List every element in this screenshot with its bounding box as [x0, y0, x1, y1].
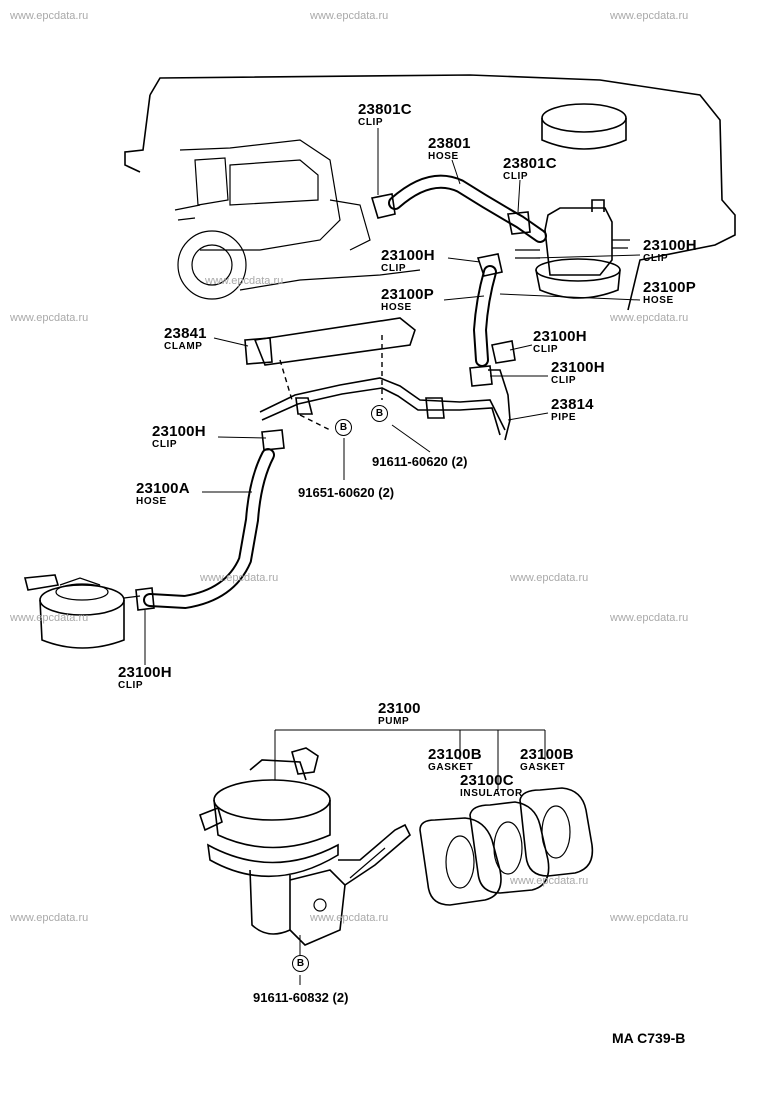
part-number: 23801 — [428, 135, 471, 152]
part-number: 23100B — [428, 746, 482, 763]
callout-23100h-clip: 23100H CLIP — [381, 248, 435, 274]
part-name: PIPE — [551, 412, 577, 423]
callout-23100h-clip-mid-2: 23100H CLIP — [551, 360, 605, 386]
watermark: www.epcdata.ru — [10, 612, 89, 624]
watermark: www.epcdata.ru — [200, 572, 279, 584]
lower-hose — [135, 429, 285, 611]
engine-outline — [124, 74, 736, 311]
watermark: www.epcdata.ru — [510, 572, 589, 584]
reference-91651-60620: 91651-60620 (2) — [298, 485, 395, 500]
watermark: www.epcdata.ru — [610, 612, 689, 624]
part-name: CLIP — [533, 344, 559, 355]
watermark: www.epcdata.ru — [310, 10, 389, 22]
watermark: www.epcdata.ru — [610, 912, 689, 924]
watermark: www.epcdata.ru — [205, 275, 284, 287]
part-name: CLIP — [551, 375, 577, 386]
part-name: CLIP — [643, 253, 669, 264]
watermark: www.epcdata.ru — [510, 875, 589, 887]
part-name: HOSE — [136, 496, 167, 507]
bolt-marker: B — [371, 405, 388, 422]
watermark: www.epcdata.ru — [610, 10, 689, 22]
part-number: 23100B — [520, 746, 574, 763]
watermark: www.epcdata.ru — [610, 312, 689, 324]
part-name: CLIP — [118, 680, 144, 691]
part-number: 23100 — [378, 700, 421, 717]
callout-23100h-clip-left: 23100H CLIP — [152, 424, 206, 450]
callout-23100h-clip-right: 23100H CLIP — [643, 238, 697, 264]
part-name: HOSE — [428, 151, 459, 162]
part-name: CLIP — [381, 263, 407, 274]
upper-filter — [515, 199, 630, 299]
callout-23814-pipe: 23814 PIPE — [551, 397, 594, 423]
watermark: www.epcdata.ru — [10, 312, 89, 324]
callout-23100b-gasket: 23100B GASKET — [428, 747, 482, 773]
part-number: 23100H — [551, 359, 605, 376]
part-number: 23841 — [164, 325, 207, 342]
leader-lines — [144, 128, 641, 985]
callout-23100a-hose: 23100A HOSE — [136, 481, 190, 507]
part-name: CLAMP — [164, 341, 203, 352]
part-name: CLIP — [152, 439, 178, 450]
part-name: HOSE — [381, 302, 412, 313]
part-number: 23100P — [381, 286, 434, 303]
fuel-pipe — [259, 369, 511, 441]
fuel-pump — [199, 747, 411, 955]
bolt-marker: B — [292, 955, 309, 972]
part-number: 23100H — [152, 423, 206, 440]
part-name: INSULATOR — [460, 788, 523, 799]
callout-23801c-clip-2: 23801C CLIP — [503, 156, 557, 182]
lower-filter — [23, 574, 141, 649]
part-number: 23100P — [643, 279, 696, 296]
part-number: 23801C — [503, 155, 557, 172]
vertical-hose — [469, 253, 516, 387]
part-number: 23801C — [358, 101, 412, 118]
watermark: www.epcdata.ru — [310, 912, 389, 924]
part-number: 23814 — [551, 396, 594, 413]
watermark: www.epcdata.ru — [10, 10, 89, 22]
reference-91611-60620: 91611-60620 (2) — [372, 454, 468, 469]
reference-91611-60832: 91611-60832 (2) — [253, 990, 349, 1005]
part-name: HOSE — [643, 295, 674, 306]
part-name: GASKET — [428, 762, 474, 773]
callout-23100c-insulator: 23100C INSULATOR — [460, 773, 523, 799]
part-number: 23100A — [136, 480, 190, 497]
part-number: 23100H — [118, 664, 172, 681]
callout-23100-pump: 23100 PUMP — [378, 701, 421, 727]
callout-23100b-gasket-2: 23100B GASKET — [520, 747, 574, 773]
upper-hose — [370, 174, 547, 243]
part-number: 23100H — [533, 328, 587, 345]
part-number: 23100C — [460, 772, 514, 789]
part-name: PUMP — [378, 716, 410, 727]
callout-23100h-clip-bottom: 23100H CLIP — [118, 665, 172, 691]
clamp-bracket — [244, 317, 416, 401]
part-number: 23100H — [381, 247, 435, 264]
callout-23100h-clip-mid: 23100H CLIP — [533, 329, 587, 355]
callout-23801-hose: 23801 HOSE — [428, 136, 471, 162]
callout-23100p-hose-right: 23100P HOSE — [643, 280, 696, 306]
diagram-code: MA C739-B — [612, 1030, 686, 1046]
gaskets — [419, 787, 594, 906]
part-name: CLIP — [358, 117, 384, 128]
callout-23100p-hose: 23100P HOSE — [381, 287, 434, 313]
callout-23841-clamp: 23841 CLAMP — [164, 326, 207, 352]
watermark: www.epcdata.ru — [10, 912, 89, 924]
part-name: GASKET — [520, 762, 566, 773]
part-number: 23100H — [643, 237, 697, 254]
bolt-marker: B — [335, 419, 352, 436]
part-name: CLIP — [503, 171, 529, 182]
callout-23801c-clip: 23801C CLIP — [358, 102, 412, 128]
